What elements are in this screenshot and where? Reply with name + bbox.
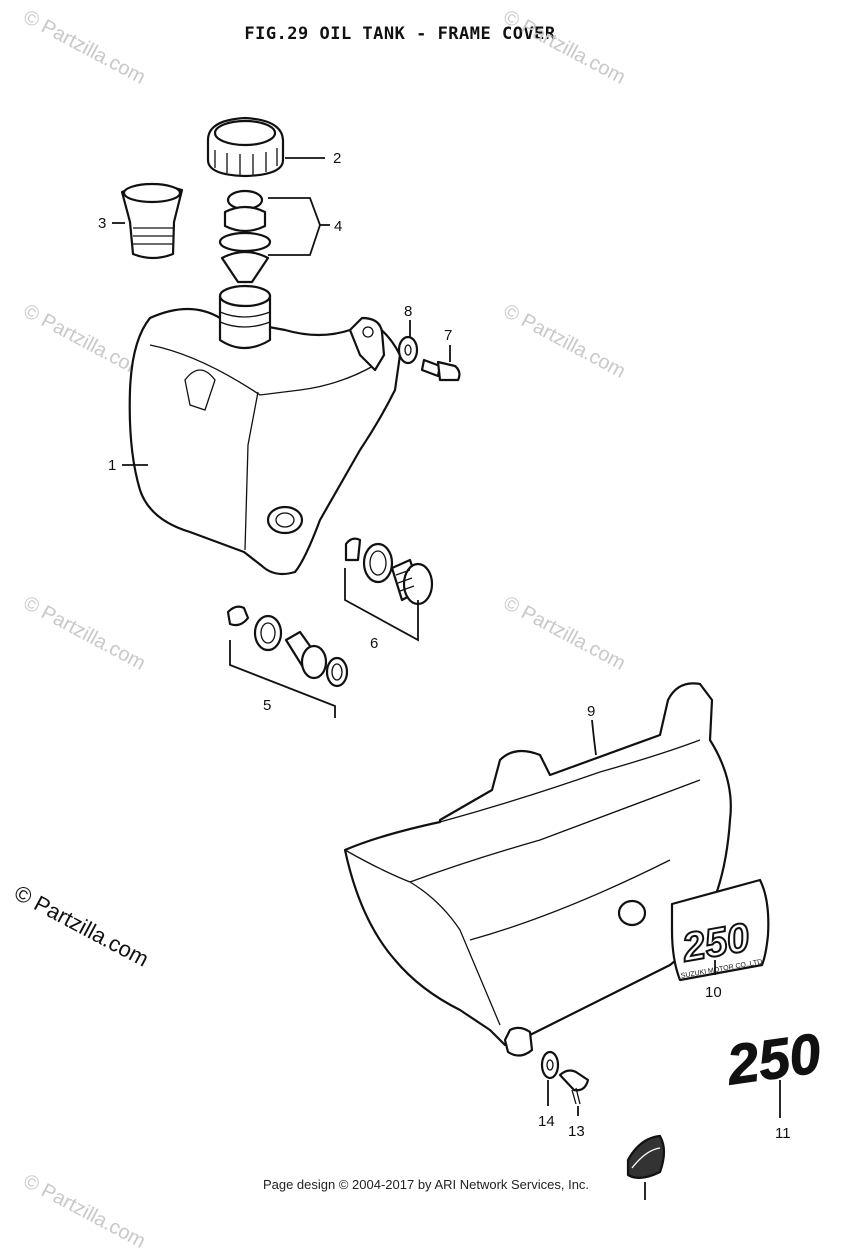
leader-line-4 xyxy=(268,197,321,256)
bracket-line xyxy=(229,640,336,718)
callout-1: 1 xyxy=(108,457,116,474)
emblem-11-number: 250 xyxy=(722,1021,824,1097)
emblem-11-part: 250 xyxy=(722,1021,825,1098)
callout-6: 6 xyxy=(370,635,378,652)
frame-cover-part xyxy=(343,682,732,1057)
oil-cap-part xyxy=(206,116,285,178)
callout-4: 4 xyxy=(334,218,342,235)
callout-9: 9 xyxy=(587,703,595,720)
figure-title: FIG.29 OIL TANK - FRAME COVER xyxy=(244,24,556,44)
union-set-part xyxy=(226,605,349,688)
filler-neck-part xyxy=(120,182,184,260)
callout-13: 13 xyxy=(568,1123,585,1140)
leader-line-9 xyxy=(591,719,597,756)
bracket-line xyxy=(344,568,419,642)
washer-14-part xyxy=(540,1050,560,1080)
callout-3: 3 xyxy=(98,215,106,232)
callout-8: 8 xyxy=(404,303,412,320)
callout-5: 5 xyxy=(263,697,271,714)
washer-part xyxy=(397,335,419,365)
parts-diagram: FIG.29 OIL TANK - FRAME COVER © Partzill… xyxy=(10,6,825,1253)
callout-11: 11 xyxy=(775,1125,791,1142)
page-footer: Page design © 2004-2017 by ARI Network S… xyxy=(262,1177,590,1192)
cap-seal-set-part xyxy=(218,189,272,284)
callout-14: 14 xyxy=(538,1113,555,1130)
callout-10: 10 xyxy=(705,984,722,1001)
diagram-drawing: 250 SUZUKI MOTOR CO.,LTD 250 xyxy=(98,116,825,1200)
bolt-part xyxy=(420,358,461,382)
small-emblem-part xyxy=(626,1134,666,1179)
callout-2: 2 xyxy=(333,150,341,167)
callout-7: 7 xyxy=(444,327,452,344)
drain-plug-set-part xyxy=(344,537,434,606)
oil-tank-part xyxy=(128,284,402,576)
emblem-10-part: 250 SUZUKI MOTOR CO.,LTD xyxy=(670,878,770,982)
screw-part xyxy=(558,1069,590,1105)
